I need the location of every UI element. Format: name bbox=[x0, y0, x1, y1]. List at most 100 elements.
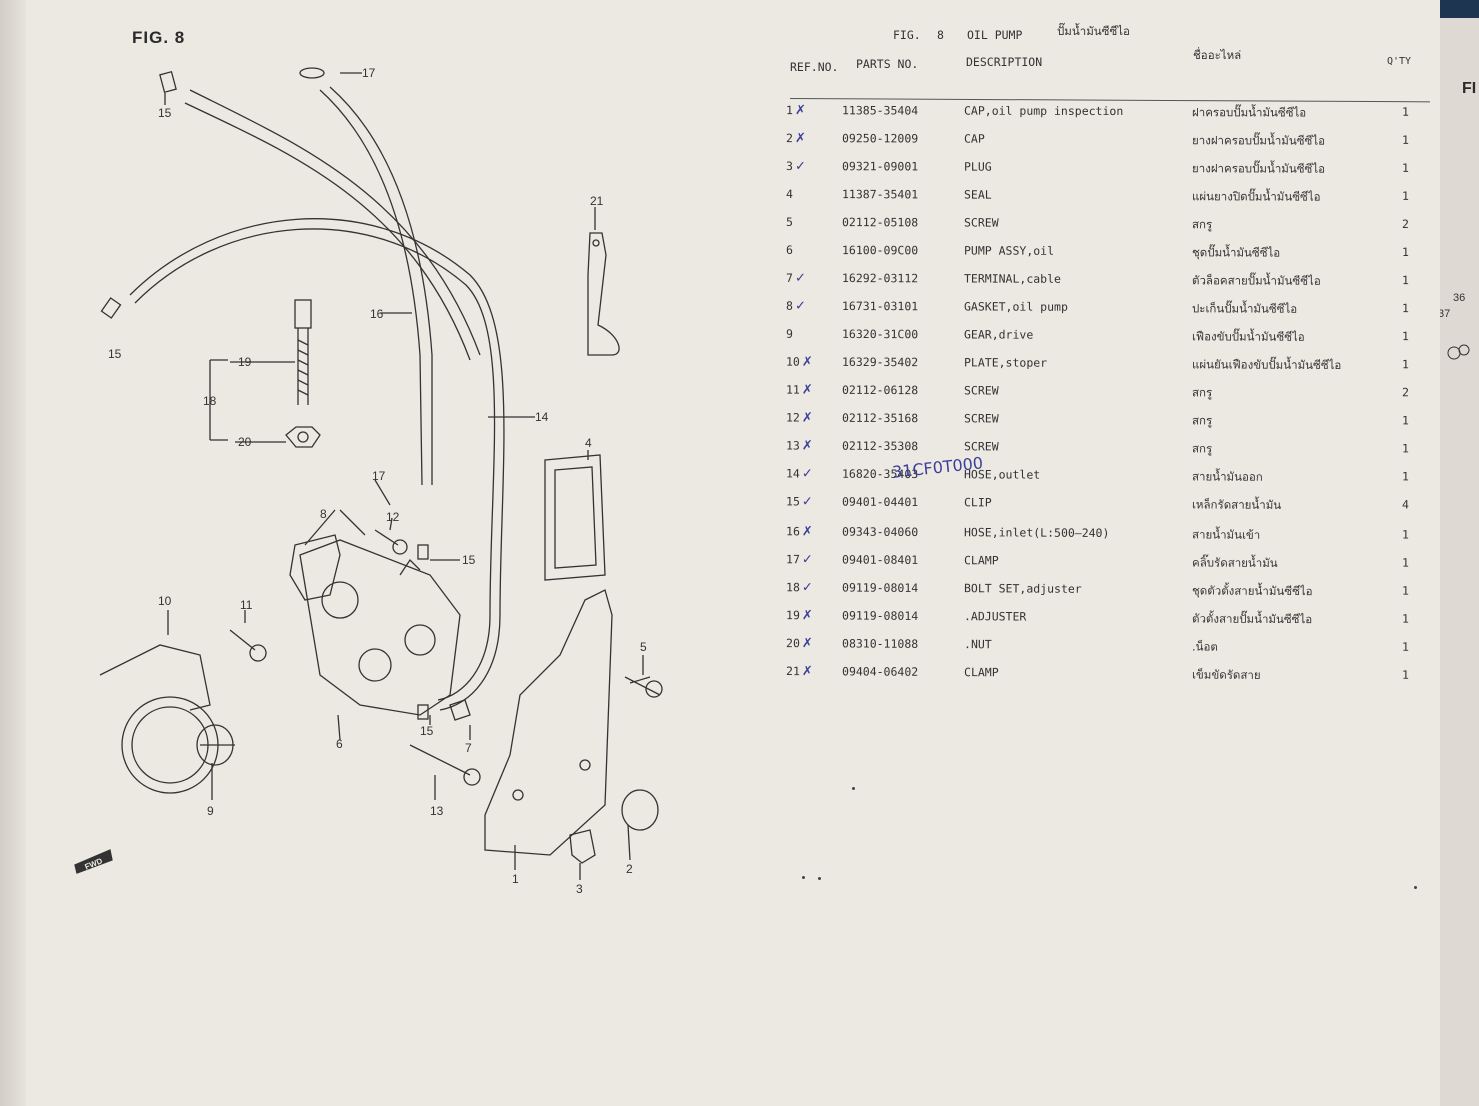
hose-long-line bbox=[129, 218, 505, 711]
part-quantity-text: 1 bbox=[1401, 611, 1410, 626]
part-number: 09401-04401 bbox=[842, 495, 918, 509]
callout-8: 8 bbox=[320, 507, 327, 521]
adjacent-callout-37: 37 bbox=[1440, 308, 1451, 320]
part-name-thai: ยางฝาครอบปั๊มน้ำมันซีซีไอ bbox=[1192, 132, 1325, 150]
part-quantity-text: 4 bbox=[1401, 497, 1409, 512]
part-number: 09250-12009 bbox=[842, 131, 918, 145]
ref-number-text: 19 bbox=[785, 608, 800, 623]
ref-number-text: 15 bbox=[785, 494, 800, 509]
part-quantity-text: 2 bbox=[1401, 216, 1409, 231]
ref-number: 9 bbox=[786, 327, 826, 342]
part-number: 09401-08401 bbox=[842, 553, 918, 567]
adjacent-page: FI 36 37 bbox=[1440, 18, 1479, 1106]
ref-number-text: 8 bbox=[785, 298, 793, 313]
part-quantity: 1 bbox=[1402, 668, 1409, 682]
part-name-thai-text: .น็อต bbox=[1191, 639, 1218, 654]
callout-18: 18 bbox=[203, 394, 217, 408]
part-name-thai: ตัวตั้งสายปั๊มน้ำมันซีซีไอ bbox=[1192, 610, 1312, 629]
part-number: 16100-09C00 bbox=[842, 243, 918, 257]
part-quantity-text: 1 bbox=[1401, 667, 1410, 682]
check-mark-icon: ✗ bbox=[801, 410, 813, 426]
part-number: 11385-35404 bbox=[842, 103, 918, 117]
part-description-text: GASKET,oil pump bbox=[963, 299, 1068, 314]
part-name-thai-text: เหล็กรัดสายน้ำมัน bbox=[1191, 497, 1282, 512]
part-number-text: 16329-35402 bbox=[841, 354, 919, 370]
header-col-desc: DESCRIPTION bbox=[966, 55, 1043, 69]
adjacent-washer-icon bbox=[1447, 344, 1470, 360]
part-description-text: CLIP bbox=[963, 495, 992, 510]
ref-number-text: 4 bbox=[785, 186, 793, 202]
part-name-thai-text: สกรู bbox=[1191, 217, 1213, 232]
part-description: .NUT bbox=[964, 637, 992, 651]
ref-number-text: 10 bbox=[785, 354, 800, 369]
part-quantity-text: 1 bbox=[1401, 132, 1409, 147]
part-description-text: SCREW bbox=[963, 383, 999, 398]
part-quantity: 1 bbox=[1402, 612, 1409, 626]
callout-10: 10 bbox=[158, 594, 172, 608]
part-name-thai-text: สายน้ำมันออก bbox=[1191, 469, 1263, 484]
ref-number: 4 bbox=[786, 187, 826, 202]
part-number: 09119-08014 bbox=[842, 608, 918, 622]
speck bbox=[818, 877, 821, 880]
header-title-thai: ปั๊มน้ำมันซีซีไอ bbox=[1057, 24, 1130, 38]
callout-15-top: 15 bbox=[158, 106, 172, 120]
part-name-thai-text: สกรู bbox=[1191, 413, 1213, 428]
ref-number-text: 14 bbox=[785, 466, 800, 481]
ref-number: 3✓ bbox=[786, 159, 826, 174]
part-number-text: 09321-09001 bbox=[841, 159, 919, 174]
callout-20: 20 bbox=[238, 435, 252, 449]
fwd-label: FWD bbox=[83, 856, 103, 871]
callout-11: 11 bbox=[240, 598, 253, 612]
part-name-thai: ชุดตัวตั้งสายน้ำมันซีซีไอ bbox=[1192, 582, 1313, 601]
part-name-thai: สกรู bbox=[1192, 216, 1212, 234]
figure-label: FIG. 8 bbox=[132, 28, 186, 47]
part-description-text: CAP,oil pump inspection bbox=[963, 103, 1124, 119]
part-description: HOSE,inlet(L:500—240) bbox=[964, 525, 1109, 540]
ref-number: 5 bbox=[786, 215, 826, 230]
ref-number: 7✓ bbox=[786, 271, 826, 286]
part-name-thai: เหล็กรัดสายน้ำมัน bbox=[1192, 496, 1281, 514]
part-quantity-text: 1 bbox=[1401, 104, 1409, 119]
ref-number-text: 5 bbox=[785, 214, 793, 229]
part-description-text: .NUT bbox=[963, 637, 992, 652]
ref-number: 11✗ bbox=[786, 383, 826, 398]
part-description: CAP,oil pump inspection bbox=[964, 104, 1123, 118]
ref-number: 21✗ bbox=[786, 664, 826, 679]
part-name-thai: สกรู bbox=[1192, 412, 1212, 430]
check-mark-icon: ✗ bbox=[801, 524, 813, 540]
ref-number: 13✗ bbox=[786, 438, 826, 453]
callout-15-left: 15 bbox=[108, 347, 122, 361]
part-description-text: PLUG bbox=[963, 159, 992, 174]
part-description-text: CLAMP bbox=[963, 665, 999, 680]
part-description-text: SCREW bbox=[963, 411, 999, 426]
ref-number-text: 9 bbox=[785, 326, 793, 341]
part-name-thai-text: สกรู bbox=[1191, 441, 1213, 456]
part-description: CLAMP bbox=[964, 553, 999, 567]
part-description-text: GEAR,drive bbox=[963, 327, 1034, 342]
part-number: 02112-35308 bbox=[842, 439, 918, 453]
part-quantity-text: 1 bbox=[1401, 639, 1410, 654]
parts-table-header: FIG. 8 OIL PUMP ปั๊มน้ำมันซีซีไอ REF.NO.… bbox=[785, 20, 1440, 100]
check-mark-icon: ✗ bbox=[801, 608, 813, 624]
part-description-text: PUMP ASSY,oil bbox=[963, 243, 1055, 258]
part-name-thai-text: สกรู bbox=[1191, 385, 1213, 400]
header-fig-num: 8 bbox=[937, 28, 944, 42]
catalog-page: FIG. 8 bbox=[0, 0, 1440, 1106]
part-quantity-text: 1 bbox=[1401, 301, 1409, 316]
part-name-thai-text: ชุดปั๊มน้ำมันซีซีไอ bbox=[1191, 245, 1281, 260]
part-number-text: 16292-03112 bbox=[841, 271, 919, 286]
part-name-thai: สกรู bbox=[1192, 440, 1212, 458]
ref-number: 10✗ bbox=[786, 355, 826, 370]
